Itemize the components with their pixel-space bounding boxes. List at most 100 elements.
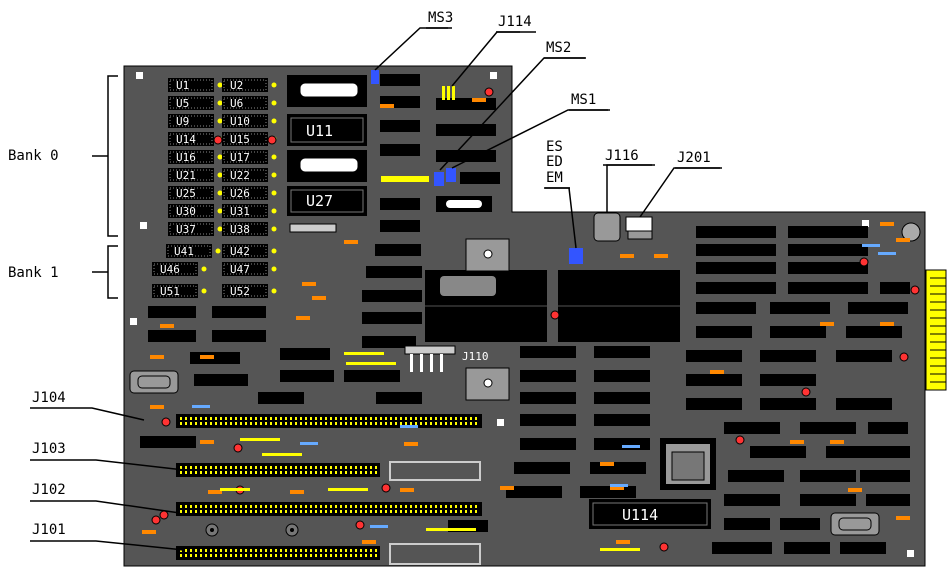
logic-chip xyxy=(520,346,576,358)
logic-chip xyxy=(594,414,650,426)
logic-chip xyxy=(460,172,500,184)
ram-chip: U14 xyxy=(168,132,223,146)
j116-label: J116 xyxy=(605,148,639,164)
logic-chip xyxy=(770,326,826,338)
diode xyxy=(400,425,418,428)
diode xyxy=(862,244,880,247)
logic-chip xyxy=(380,198,420,210)
es-label: ES xyxy=(546,139,563,155)
logic-chip xyxy=(836,398,892,410)
logic-chip xyxy=(760,374,816,386)
logic-chip xyxy=(594,392,650,404)
ram-chip: U51 xyxy=(152,284,207,298)
ram-chip-label: U38 xyxy=(230,223,250,236)
logic-chip xyxy=(788,244,868,256)
logic-chip xyxy=(280,370,334,382)
logic-chip xyxy=(760,398,816,410)
logic-chip xyxy=(696,244,776,256)
jumpers xyxy=(371,70,583,264)
logic-chip xyxy=(362,312,422,324)
ram-chip-label: U41 xyxy=(174,245,194,258)
logic-chip xyxy=(140,436,196,448)
ram-chip-label: U14 xyxy=(176,133,196,146)
logic-chip xyxy=(826,446,882,458)
resistor xyxy=(500,486,514,490)
empty-socket xyxy=(389,461,481,481)
ram-chip: U10 xyxy=(222,114,277,128)
capacitor xyxy=(344,352,384,355)
capacitor xyxy=(240,438,280,441)
j101-slot xyxy=(176,546,380,560)
resistor xyxy=(790,440,804,444)
logic-chip xyxy=(436,124,496,136)
logic-chip xyxy=(376,392,422,404)
ram-chip: U25 xyxy=(168,186,223,200)
logic-chip xyxy=(770,302,830,314)
bank1-label: Bank 1 xyxy=(8,265,59,281)
logic-chip xyxy=(212,306,266,318)
ram-chip-label: U1 xyxy=(176,79,189,92)
ram-chip-label: U15 xyxy=(230,133,250,146)
j101-label: J101 xyxy=(32,522,66,538)
ram-chip-label: U10 xyxy=(230,115,250,128)
diode xyxy=(878,252,896,255)
chip-u27: U27 xyxy=(287,186,367,216)
resistor xyxy=(150,405,164,409)
resistor xyxy=(610,486,624,490)
logic-chip xyxy=(594,370,650,382)
logic-chip xyxy=(380,220,420,232)
led xyxy=(233,443,243,453)
j114-label: J114 xyxy=(498,14,532,30)
logic-chip xyxy=(594,438,650,450)
resistor xyxy=(150,355,164,359)
logic-chip xyxy=(190,352,240,364)
ram-chip-label: U2 xyxy=(230,79,243,92)
logic-chip xyxy=(514,462,570,474)
capacitor xyxy=(426,528,476,531)
resistor xyxy=(400,488,414,492)
empty-socket xyxy=(389,543,481,565)
diode xyxy=(300,442,318,445)
j201-label: J201 xyxy=(677,150,711,166)
ram-chip: U22 xyxy=(222,168,277,182)
chip-u11: U11 xyxy=(287,114,367,146)
logic-chip xyxy=(362,290,422,302)
capacitor xyxy=(600,548,640,551)
led xyxy=(484,87,494,97)
ram-chip-label: U5 xyxy=(176,97,189,110)
j110-label: J110 xyxy=(462,350,489,363)
logic-chip xyxy=(800,422,856,434)
large-chip-left xyxy=(425,270,547,342)
large-chip-right xyxy=(558,270,680,342)
ms3-jumper xyxy=(371,70,379,84)
rom-chip-u19 xyxy=(287,150,367,182)
header-strip xyxy=(289,223,337,233)
logic-chip xyxy=(686,398,742,410)
logic-chips xyxy=(140,74,910,565)
diode xyxy=(622,445,640,448)
logic-chip xyxy=(800,494,856,506)
logic-chip xyxy=(800,470,856,482)
resistor xyxy=(472,98,486,102)
led xyxy=(910,285,920,295)
logic-chip xyxy=(696,302,756,314)
resistor xyxy=(654,254,668,258)
logic-chip xyxy=(375,244,421,256)
crystal-oscillator xyxy=(129,370,179,394)
logic-chip xyxy=(870,446,910,458)
resistor xyxy=(880,322,894,326)
u27-label: U27 xyxy=(306,192,333,210)
ram-chip: U47 xyxy=(222,262,277,276)
logic-chip xyxy=(148,330,196,342)
led xyxy=(659,542,669,552)
logic-chip xyxy=(520,392,576,404)
ms1-jumper xyxy=(446,168,456,182)
logic-chip xyxy=(696,326,752,338)
led xyxy=(550,310,560,320)
edge-connector xyxy=(925,269,947,391)
ram-chip: U42 xyxy=(222,244,277,258)
resistor xyxy=(620,254,634,258)
logic-chip xyxy=(212,330,266,342)
resistor xyxy=(302,282,316,286)
